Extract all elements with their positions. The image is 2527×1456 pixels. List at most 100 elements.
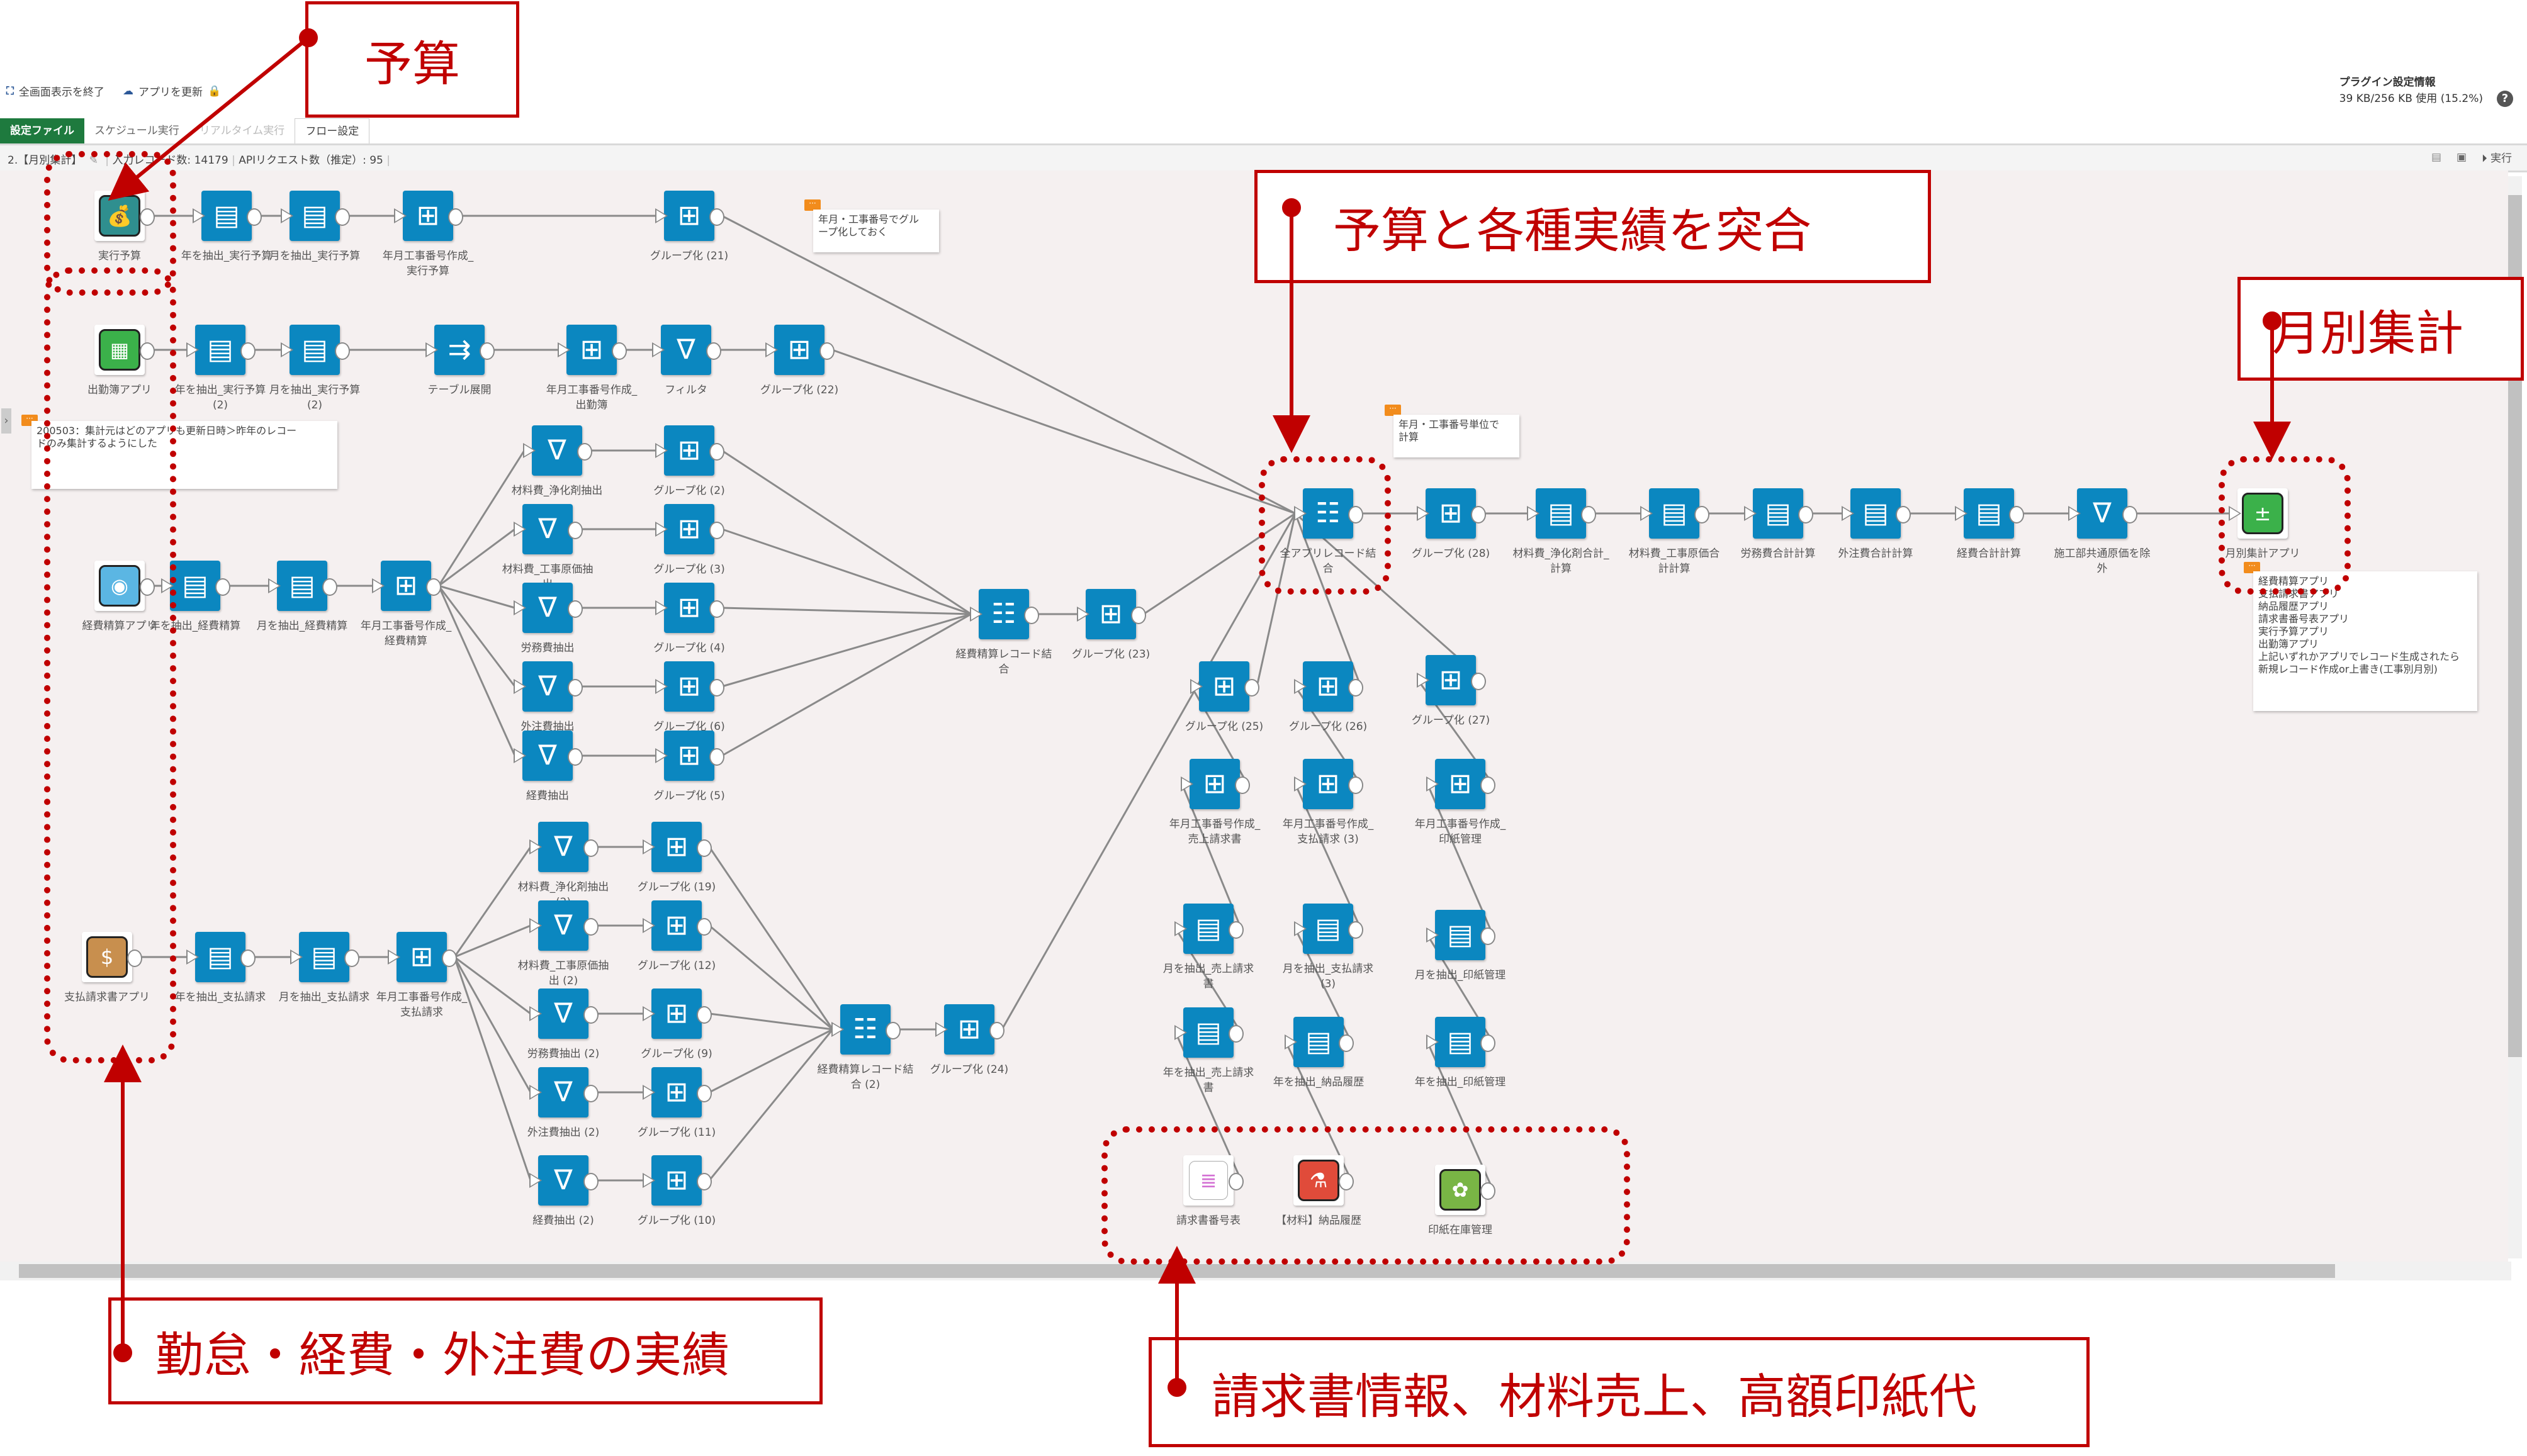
output-port[interactable] bbox=[1471, 673, 1486, 690]
node-box[interactable]: ∇ bbox=[2077, 488, 2127, 539]
output-port[interactable] bbox=[140, 342, 155, 360]
layout-icon[interactable]: ▤ bbox=[2431, 150, 2442, 164]
input-port[interactable] bbox=[1842, 506, 1854, 521]
input-port[interactable] bbox=[281, 208, 293, 223]
node-box[interactable]: ☷ bbox=[1303, 488, 1353, 539]
flow-edge[interactable] bbox=[454, 924, 531, 958]
flow-edge[interactable] bbox=[437, 450, 526, 586]
node-box[interactable]: ∇ bbox=[532, 425, 582, 476]
flow-edge[interactable] bbox=[709, 1028, 833, 1094]
output-port[interactable] bbox=[1339, 1034, 1354, 1052]
input-port[interactable] bbox=[831, 1022, 844, 1037]
node-box[interactable]: ◉ bbox=[94, 561, 145, 611]
vertical-scroll-thumb[interactable] bbox=[2508, 195, 2522, 1057]
flow-node-y6[interactable]: ▤年を抽出_納品履歴 bbox=[1273, 1017, 1364, 1089]
output-port[interactable] bbox=[583, 1006, 599, 1024]
horizontal-scrollbar[interactable] bbox=[0, 1262, 2511, 1280]
output-port[interactable] bbox=[1229, 1025, 1244, 1043]
output-port[interactable] bbox=[1229, 921, 1244, 939]
node-box[interactable]: ∇ bbox=[538, 900, 588, 951]
flow-node-ym1[interactable]: ⊞年月工事番号作成_実行予算 bbox=[383, 191, 473, 277]
input-port[interactable] bbox=[514, 600, 526, 615]
node-box[interactable]: ☷ bbox=[840, 1004, 891, 1055]
input-port[interactable] bbox=[1077, 607, 1089, 622]
node-box[interactable]: ⊞ bbox=[944, 1004, 994, 1055]
output-port[interactable] bbox=[140, 578, 155, 596]
flow-node-join2[interactable]: ☷経費精算レコード結合 (2) bbox=[818, 1004, 914, 1091]
output-port[interactable] bbox=[1348, 506, 1363, 524]
input-port[interactable] bbox=[1426, 927, 1439, 943]
output-port[interactable] bbox=[886, 1022, 901, 1039]
node-box[interactable]: ▤ bbox=[195, 932, 245, 982]
flow-node-y3[interactable]: ▤年を抽出_経費精算 bbox=[150, 561, 240, 632]
input-port[interactable] bbox=[1426, 776, 1439, 792]
flow-node-g22[interactable]: ⊞グループ化 (22) bbox=[760, 325, 838, 396]
flow-node-att-app[interactable]: ▦出勤簿アプリ bbox=[87, 325, 155, 396]
output-port[interactable] bbox=[1024, 607, 1039, 624]
input-port[interactable] bbox=[1174, 921, 1187, 936]
output-port[interactable] bbox=[583, 839, 599, 857]
edit-icon[interactable]: ✎ bbox=[89, 154, 98, 167]
node-box[interactable]: ⊞ bbox=[664, 583, 714, 633]
output-port[interactable] bbox=[1348, 776, 1363, 794]
node-box[interactable]: ▤ bbox=[1536, 488, 1586, 539]
output-port[interactable] bbox=[1229, 1173, 1244, 1190]
output-port[interactable] bbox=[1581, 506, 1596, 524]
node-box[interactable]: ⊞ bbox=[381, 561, 431, 611]
flow-node-m1[interactable]: ▤月を抽出_実行予算 bbox=[269, 191, 360, 262]
flow-node-ym5[interactable]: ⊞年月工事番号作成_売上請求書 bbox=[1169, 759, 1260, 846]
flow-node-g3[interactable]: ⊞グループ化 (3) bbox=[653, 504, 725, 576]
flow-node-fb1[interactable]: ∇材料費_浄化剤抽出 (2) bbox=[518, 822, 609, 909]
node-box[interactable]: ⊞ bbox=[397, 932, 447, 982]
output-port[interactable] bbox=[448, 208, 463, 226]
node-box[interactable]: $ bbox=[82, 932, 132, 982]
flow-node-fa5[interactable]: ∇経費抽出 bbox=[514, 731, 583, 802]
output-port[interactable] bbox=[583, 1085, 599, 1102]
node-box[interactable]: ⊞ bbox=[651, 900, 702, 951]
node-box[interactable]: ⊞ bbox=[1435, 759, 1485, 809]
output-port[interactable] bbox=[697, 918, 712, 936]
node-box[interactable]: ∇ bbox=[522, 504, 573, 554]
node-box[interactable]: ▤ bbox=[1293, 1017, 1344, 1067]
flow-edge[interactable] bbox=[1001, 513, 1297, 1030]
input-port[interactable] bbox=[1285, 1034, 1297, 1050]
node-box[interactable]: ⊞ bbox=[664, 661, 714, 712]
output-port[interactable] bbox=[1896, 506, 1911, 524]
output-port[interactable] bbox=[697, 1085, 712, 1102]
input-port[interactable] bbox=[372, 578, 385, 593]
flow-edge[interactable] bbox=[1295, 512, 1484, 681]
flow-node-g19[interactable]: ⊞グループ化 (19) bbox=[638, 822, 716, 893]
flow-edge[interactable] bbox=[438, 528, 515, 587]
flow-edge[interactable] bbox=[721, 215, 1296, 515]
flow-node-g27[interactable]: ⊞グループ化 (27) bbox=[1412, 655, 1490, 727]
input-port[interactable] bbox=[2068, 506, 2081, 521]
output-port[interactable] bbox=[568, 600, 583, 618]
node-box[interactable]: ▤ bbox=[1303, 904, 1353, 954]
flow-edge[interactable] bbox=[721, 613, 972, 688]
flow-node-mat-app[interactable]: ⚗【材料】納品履歴 bbox=[1276, 1155, 1361, 1227]
flow-edge[interactable] bbox=[437, 585, 516, 687]
node-box[interactable]: ∇ bbox=[522, 731, 573, 781]
output-port[interactable] bbox=[709, 522, 724, 539]
input-port[interactable] bbox=[655, 679, 668, 694]
flow-node-inv-app[interactable]: ≣請求書番号表 bbox=[1176, 1155, 1244, 1227]
node-box[interactable]: ⊞ bbox=[774, 325, 825, 375]
input-port[interactable] bbox=[186, 342, 199, 357]
output-port[interactable] bbox=[697, 839, 712, 857]
flow-node-join1[interactable]: ☷経費精算レコード結合 bbox=[956, 589, 1052, 676]
node-box[interactable]: ▤ bbox=[1964, 488, 2014, 539]
input-port[interactable] bbox=[935, 1022, 948, 1037]
input-port[interactable] bbox=[1527, 506, 1539, 521]
update-app-button[interactable]: ☁ アプリを更新 🔒 bbox=[123, 83, 221, 99]
flow-node-fa4[interactable]: ∇外注費抽出 bbox=[514, 661, 583, 733]
node-box[interactable]: ▤ bbox=[1649, 488, 1699, 539]
input-port[interactable] bbox=[1426, 1034, 1439, 1050]
flow-node-y4[interactable]: ▤年を抽出_支払請求 bbox=[175, 932, 266, 1004]
flow-edge[interactable] bbox=[831, 349, 1296, 515]
node-box[interactable]: ⊞ bbox=[1426, 488, 1476, 539]
input-port[interactable] bbox=[1417, 673, 1429, 688]
flow-edge[interactable] bbox=[1143, 512, 1296, 615]
output-port[interactable] bbox=[442, 949, 457, 967]
flow-node-f2[interactable]: ∇施工部共通原価を除外 bbox=[2054, 488, 2151, 575]
node-box[interactable]: ⊞ bbox=[1303, 661, 1353, 712]
